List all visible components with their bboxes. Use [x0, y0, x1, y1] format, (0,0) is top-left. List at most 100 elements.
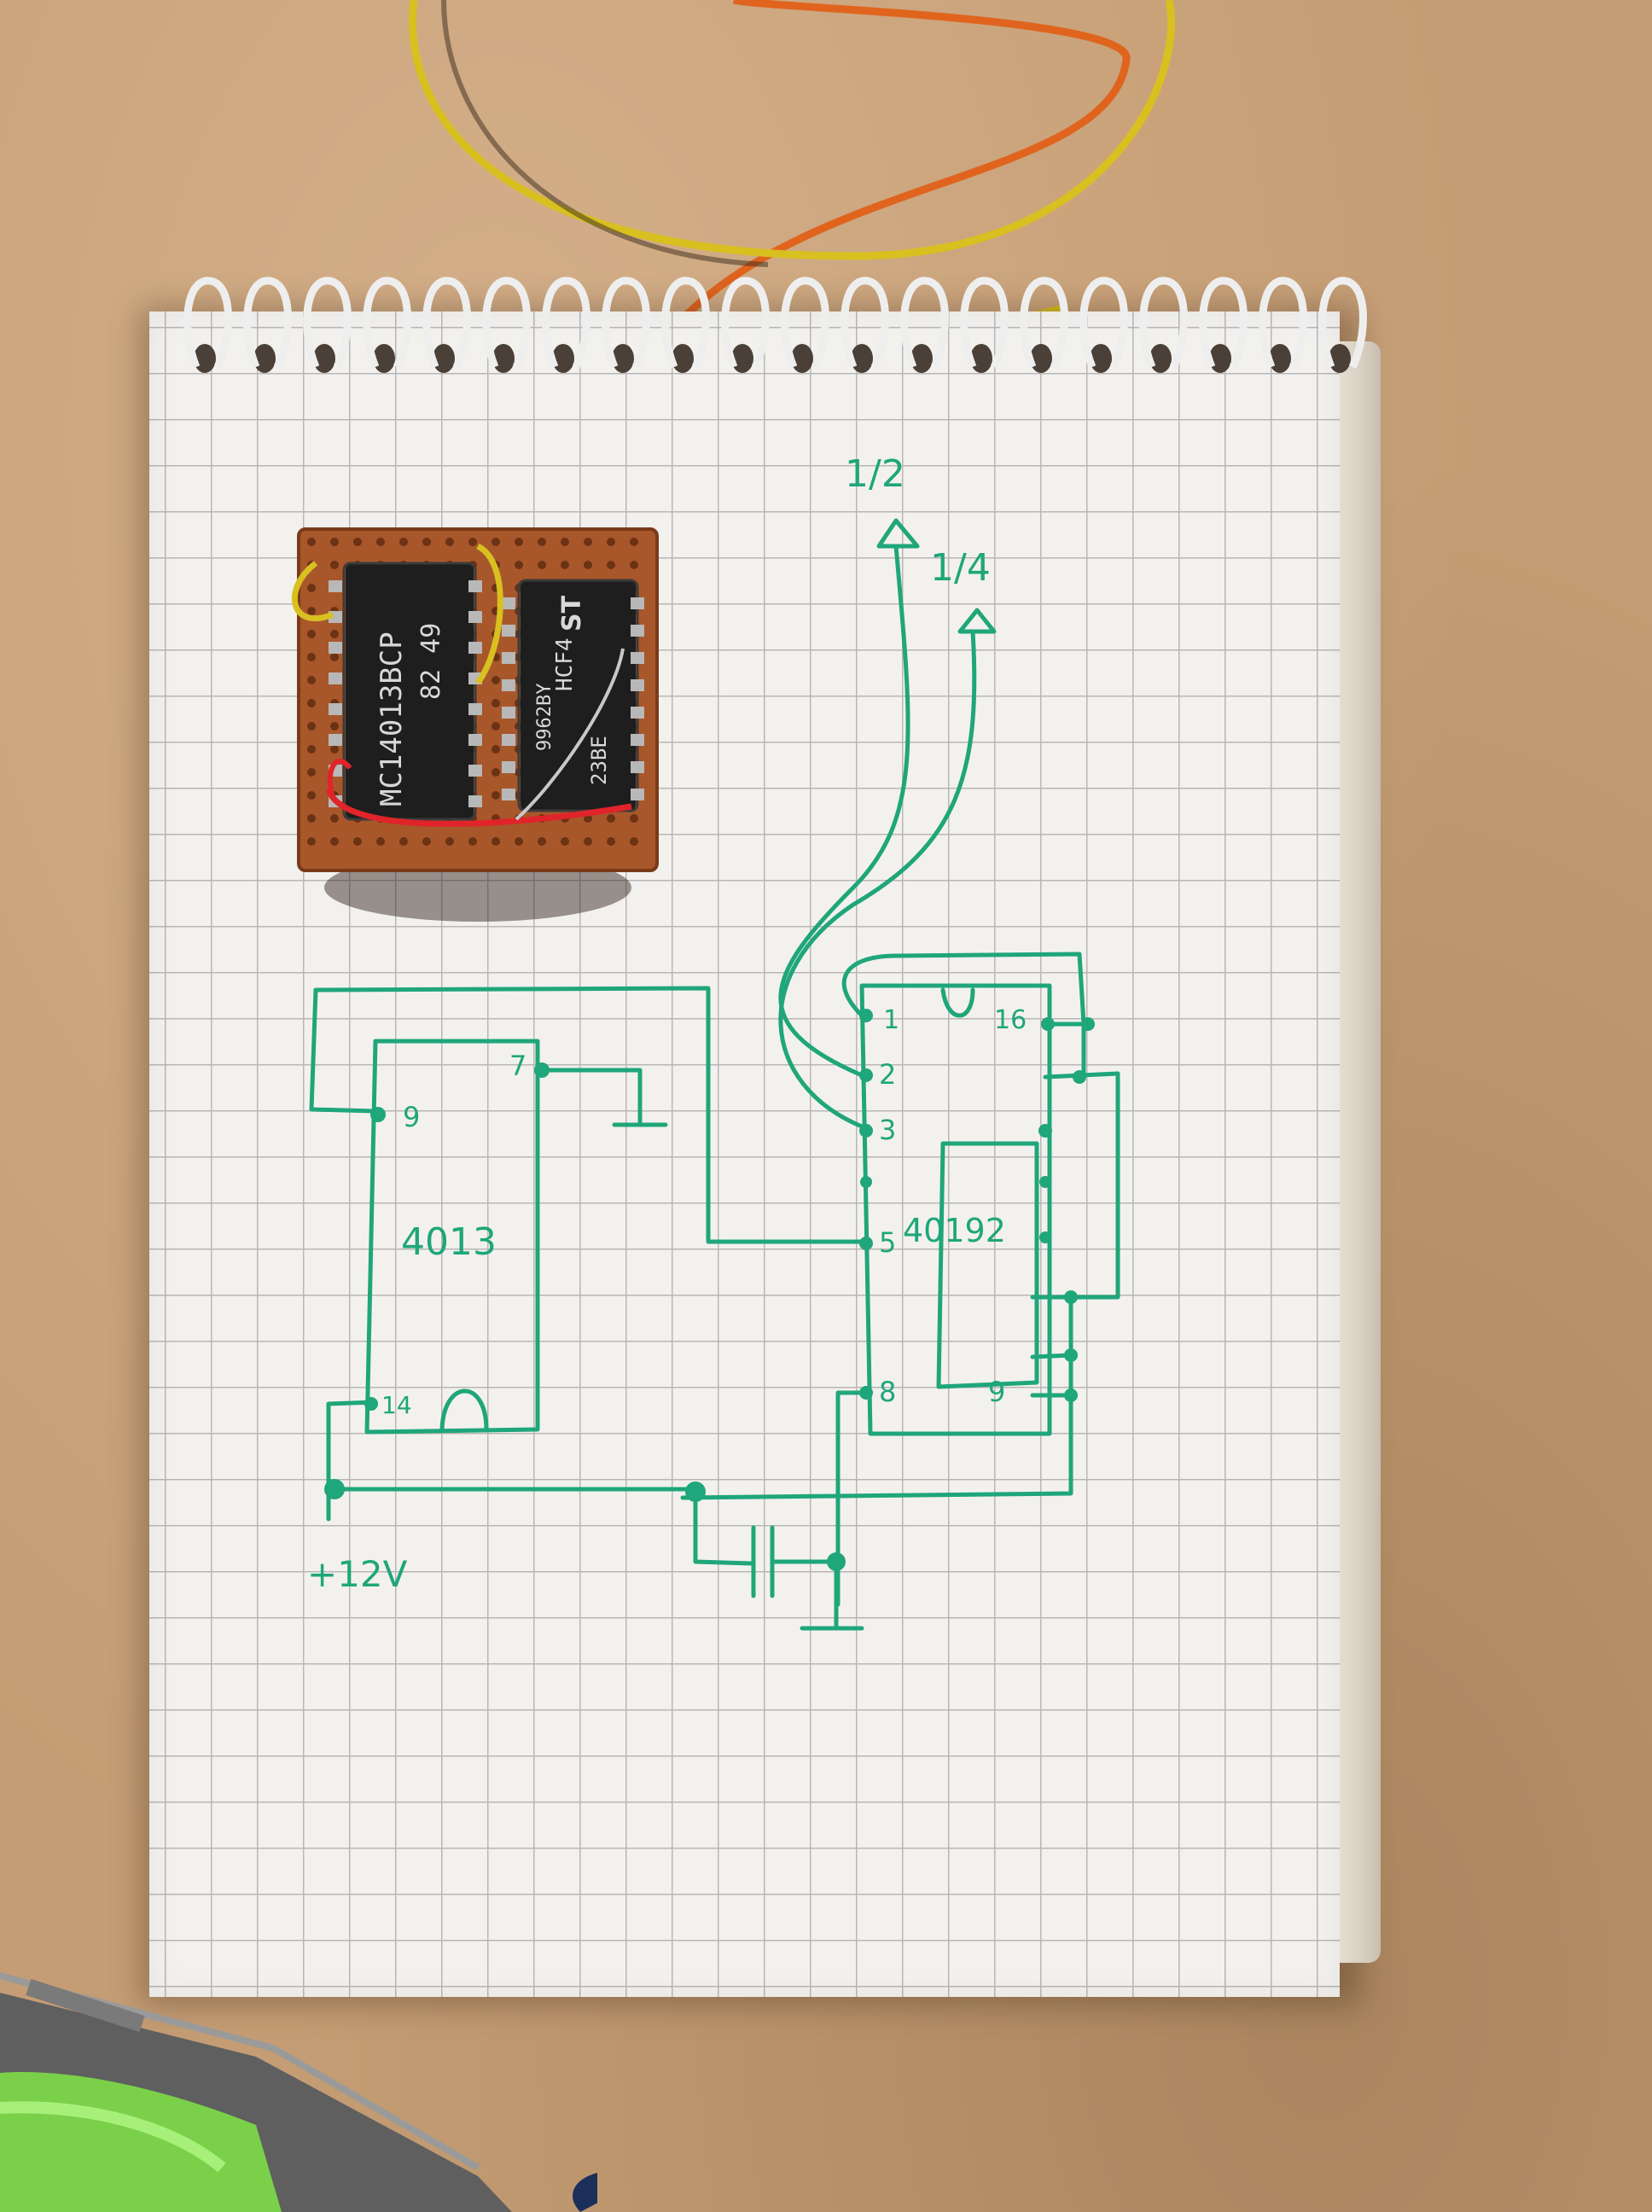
spiral-coil [661, 276, 710, 370]
perf-hole [492, 676, 500, 684]
left-chip-marking-1: MC14013BCP [375, 632, 409, 806]
perf-hole [515, 837, 523, 846]
ground-symbol [800, 1559, 864, 1631]
chip-pin [631, 679, 644, 691]
perf-hole [561, 837, 569, 846]
pin7-to-ground [535, 1068, 668, 1127]
output-quarter-arrow [957, 608, 997, 634]
chip-pin [631, 761, 644, 773]
perf-hole [422, 837, 431, 846]
perf-hole [445, 538, 454, 546]
spiral-coil [1079, 276, 1128, 370]
chip-pin [631, 707, 644, 719]
supply-label: +12V [307, 1553, 408, 1595]
chip-pin [468, 611, 482, 623]
top-feedback-wire [841, 952, 1086, 1078]
chip-pin [502, 734, 515, 746]
chip-pin [502, 679, 515, 691]
ic-40192-label: 40192 [903, 1212, 1006, 1249]
pliers [0, 1972, 597, 2212]
ic-40192-body [859, 983, 1052, 1436]
perf-hole [422, 538, 431, 546]
pin8-wire [835, 1390, 864, 1607]
chip-pin [502, 597, 515, 609]
spiral-coil [1318, 276, 1367, 370]
perf-hole [307, 630, 316, 638]
chip-pin [631, 625, 644, 637]
chip-pin [502, 625, 515, 637]
ic-4013-pin7: 7 [509, 1050, 527, 1082]
spiral-binding [183, 276, 1367, 373]
ic-4013-notch [439, 1388, 489, 1432]
ic-40192-pin9: 9 [988, 1376, 1006, 1408]
ic-40192-pin8: 8 [879, 1376, 897, 1408]
chip-pin [502, 761, 515, 773]
output-half-wire [778, 544, 910, 1078]
perf-hole [330, 653, 339, 661]
ic-40192-pin5: 5 [879, 1226, 897, 1259]
perf-hole [307, 791, 316, 800]
right-chip-brand: ST [557, 595, 587, 632]
perf-hole [307, 584, 316, 592]
perf-hole [515, 561, 523, 569]
perf-hole [492, 699, 500, 707]
perf-hole [330, 814, 339, 823]
dark-wire-shadow [441, 0, 769, 267]
perf-hole [584, 837, 592, 846]
spiral-coil [1139, 276, 1188, 370]
right-bus-2 [680, 1295, 1073, 1500]
perf-hole [307, 607, 316, 615]
yellow-wire [408, 0, 1176, 260]
perf-hole [353, 837, 362, 846]
ic-40192-pin3: 3 [879, 1114, 897, 1146]
chip-pin [502, 789, 515, 800]
perf-hole [607, 561, 615, 569]
chip-pin [329, 672, 342, 684]
ic-40192-pin16: 16 [994, 1005, 1027, 1035]
perf-hole [630, 561, 638, 569]
perf-hole [307, 653, 316, 661]
spiral-coil [1199, 276, 1248, 370]
chip-pin [631, 734, 644, 746]
perf-hole [492, 538, 500, 546]
chip-pin [329, 580, 342, 592]
ic-40192-pin1: 1 [883, 1005, 900, 1035]
perf-hole [538, 538, 546, 546]
output-half-label: 1/2 [845, 452, 905, 496]
right-chip [517, 579, 639, 812]
perf-hole [307, 538, 316, 546]
board-silver-wire [515, 648, 625, 821]
spiral-coil [602, 276, 650, 370]
right-chip-marking-3: 9962BY [534, 684, 556, 751]
perf-hole [607, 538, 615, 546]
chip-pin [631, 597, 644, 609]
left-chip [342, 562, 477, 821]
chip-pin [468, 765, 482, 777]
perf-hole [515, 538, 523, 546]
ic-40192-pin2: 2 [879, 1058, 897, 1091]
board-yellow-loop [291, 543, 503, 685]
perf-hole [330, 837, 339, 846]
ic-4013-body [364, 1039, 540, 1435]
chip-pin [631, 789, 644, 800]
chip-pin [631, 652, 644, 664]
spiral-coil [183, 276, 232, 370]
perf-hole [468, 837, 477, 846]
spiral-coil [363, 276, 411, 370]
perf-hole [330, 630, 339, 638]
perf-hole [492, 745, 500, 754]
perfboard-circuit: MC14013BCP 82 49 ST HCF4 23BE 9962BY [291, 527, 659, 922]
chip-pin [468, 734, 482, 746]
perf-hole [399, 538, 408, 546]
left-chip-marking-2: 82 49 [416, 623, 446, 700]
perf-hole [584, 538, 592, 546]
right-chip-marking-2: 23BE [587, 736, 611, 785]
perf-hole [561, 561, 569, 569]
perf-hole [538, 561, 546, 569]
perf-hole [584, 561, 592, 569]
spiral-coil [1259, 276, 1307, 370]
perf-hole [330, 561, 339, 569]
spiral-coils [183, 276, 1367, 373]
right-chip-marking-1: HCF4 [552, 637, 578, 691]
chip-pin [329, 734, 342, 746]
